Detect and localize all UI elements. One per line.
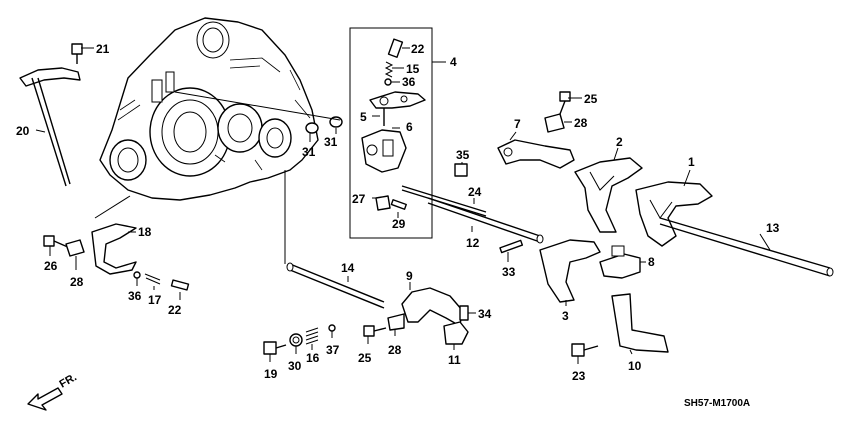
part-5-interlock <box>369 91 426 126</box>
part-4-assembly-box <box>349 27 433 239</box>
label-11: 11 <box>448 353 461 367</box>
label-32: 29 <box>392 217 406 231</box>
label-23: 23 <box>572 369 586 383</box>
label-10: 10 <box>628 359 642 373</box>
part-18-shift-arm <box>91 223 137 275</box>
part-7-bracket <box>497 139 575 169</box>
label-21: 21 <box>96 42 110 56</box>
label-36-lower: 36 <box>128 289 142 303</box>
label-25-lower: 25 <box>358 351 372 365</box>
direction-label: FR. <box>58 371 79 390</box>
part-23-bolt <box>571 343 599 357</box>
label-12: 12 <box>466 236 480 250</box>
part-27-collar <box>375 195 391 211</box>
label-35: 35 <box>456 148 470 162</box>
part-11-shift-piece <box>443 321 469 345</box>
label-33: 33 <box>502 265 516 279</box>
label-22-top: 22 <box>411 42 425 56</box>
part-36-ball-upper <box>384 78 392 86</box>
label-31-right: 31 <box>324 135 338 149</box>
label-28-lower: 28 <box>388 343 402 357</box>
label-22-lower: 22 <box>168 303 182 317</box>
label-17: 17 <box>148 293 162 307</box>
label-2: 2 <box>616 135 623 149</box>
part-3-shift-fork <box>539 239 601 303</box>
label-28-upper: 28 <box>70 275 84 289</box>
label-29: 28 <box>574 116 588 130</box>
part-22-pin-lower <box>170 279 190 291</box>
part-37-ball <box>328 324 336 332</box>
part-12-shaft <box>427 197 544 244</box>
label-25-top: 25 <box>584 92 598 106</box>
label-15: 15 <box>406 62 420 76</box>
label-34: 34 <box>478 307 492 321</box>
label-36-upper: 36 <box>402 75 416 89</box>
label-16: 16 <box>306 351 320 365</box>
part-21-bolt <box>71 43 83 64</box>
diagram-code: SH57-M1700A <box>684 398 750 409</box>
part-16-spring <box>305 327 319 345</box>
label-31-left: 31 <box>302 145 316 159</box>
label-13: 13 <box>766 221 780 235</box>
label-27: 27 <box>352 192 366 206</box>
label-4: 4 <box>450 55 457 69</box>
part-34-pin <box>459 305 469 321</box>
part-15-spring <box>384 61 394 78</box>
part-14-shaft <box>284 170 385 309</box>
label-19: 19 <box>264 367 278 381</box>
leader-housing <box>94 195 131 219</box>
part-25-bolt-lower <box>363 325 387 337</box>
label-24: 24 <box>468 185 482 199</box>
label-5: 5 <box>360 110 367 124</box>
label-7: 7 <box>514 117 521 131</box>
part-35-bolt <box>454 163 468 177</box>
part-25-bolt-top <box>559 91 571 115</box>
part-28-bracket-upper <box>65 239 85 257</box>
part-30-washer <box>289 333 303 347</box>
part-13-shaft <box>659 217 834 277</box>
label-37: 37 <box>326 343 340 357</box>
part-2-shift-fork <box>574 157 643 233</box>
part-9-shift-fork <box>401 287 463 327</box>
part-28-bracket-lower <box>387 313 405 331</box>
part-32-pin <box>390 199 407 210</box>
part-17-spring <box>144 273 161 285</box>
part-29-clip <box>544 113 565 133</box>
label-20: 20 <box>16 124 30 138</box>
label-1: 1 <box>688 155 695 169</box>
label-18: 18 <box>138 225 152 239</box>
part-6-shift-piece <box>361 129 407 173</box>
part-33-pin <box>499 239 524 254</box>
label-30: 30 <box>288 359 302 373</box>
label-14: 14 <box>341 261 355 275</box>
part-10-shift-arm <box>611 293 669 353</box>
part-36-ball-lower <box>133 271 141 279</box>
label-3: 3 <box>562 309 569 323</box>
label-26: 26 <box>44 259 58 273</box>
label-9: 9 <box>406 269 413 283</box>
label-group: 21 20 22 15 36 4 5 6 31 31 27 29 25 28 7… <box>16 42 780 383</box>
part-19-bolt <box>263 341 287 355</box>
part-8-shift-piece <box>599 245 641 279</box>
label-6: 6 <box>406 120 413 134</box>
leader-housing-shaft <box>174 91 341 121</box>
front-direction-arrow: FR. <box>27 371 79 411</box>
label-8: 8 <box>648 255 655 269</box>
transmission-housing <box>99 17 319 201</box>
part-20-shift-arm <box>19 67 81 187</box>
part-22-pin-top <box>387 38 404 58</box>
